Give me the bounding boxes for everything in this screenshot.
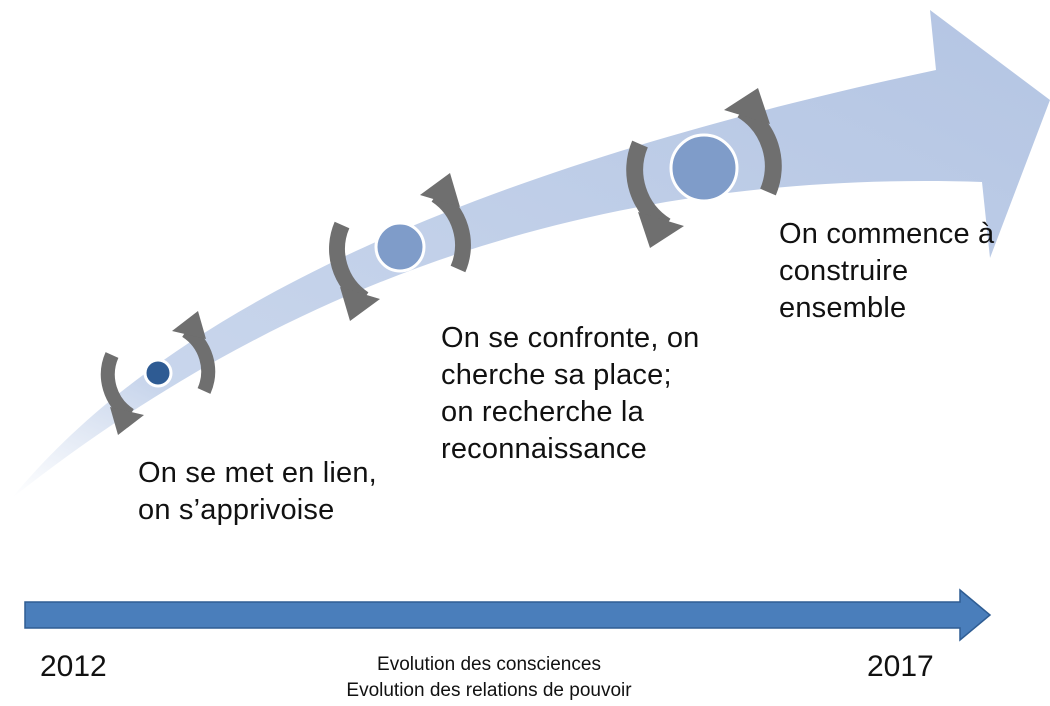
stage-3-line-1: On commence à xyxy=(779,218,995,250)
stage-2-line-3: on recherche la xyxy=(441,396,644,428)
stage-3-cycle xyxy=(626,88,782,248)
stage-1-line-2: on s’apprivoise xyxy=(138,494,335,526)
timeline-caption-line-1: Evolution des consciences xyxy=(377,654,601,675)
timeline-arrow xyxy=(24,588,992,642)
stage-2-cycle xyxy=(329,173,471,321)
stage-3-line-2: construire xyxy=(779,255,909,287)
stage-3-line-3: ensemble xyxy=(779,292,907,324)
timeline-caption: Evolution des consciences Evolution des … xyxy=(289,652,689,704)
stage-2-line-4: reconnaissance xyxy=(441,433,647,465)
stage-1-caption: On se met en lien, on s’apprivoise xyxy=(138,455,377,529)
timeline-caption-line-2: Evolution des relations de pouvoir xyxy=(346,680,632,701)
end-year: 2017 xyxy=(867,650,934,683)
stage-1-line-1: On se met en lien, xyxy=(138,457,377,489)
stage-2-caption: On se confronte, on cherche sa place; on… xyxy=(441,320,700,468)
stage-2-line-1: On se confronte, on xyxy=(441,322,700,354)
stage-2-line-2: cherche sa place; xyxy=(441,359,672,391)
start-year: 2012 xyxy=(40,650,107,683)
cycle-arrows-icon xyxy=(100,311,216,435)
stage-1-cycle xyxy=(100,311,216,435)
stage-dot-icon xyxy=(669,133,739,203)
growth-arrow xyxy=(12,10,1050,498)
stage-3-caption: On commence à construire ensemble xyxy=(779,216,994,327)
cycle-arrows-icon xyxy=(329,173,471,321)
cycle-arrows-icon xyxy=(626,88,782,248)
stage-dot-icon xyxy=(143,358,173,388)
stage-dot-icon xyxy=(374,221,426,273)
